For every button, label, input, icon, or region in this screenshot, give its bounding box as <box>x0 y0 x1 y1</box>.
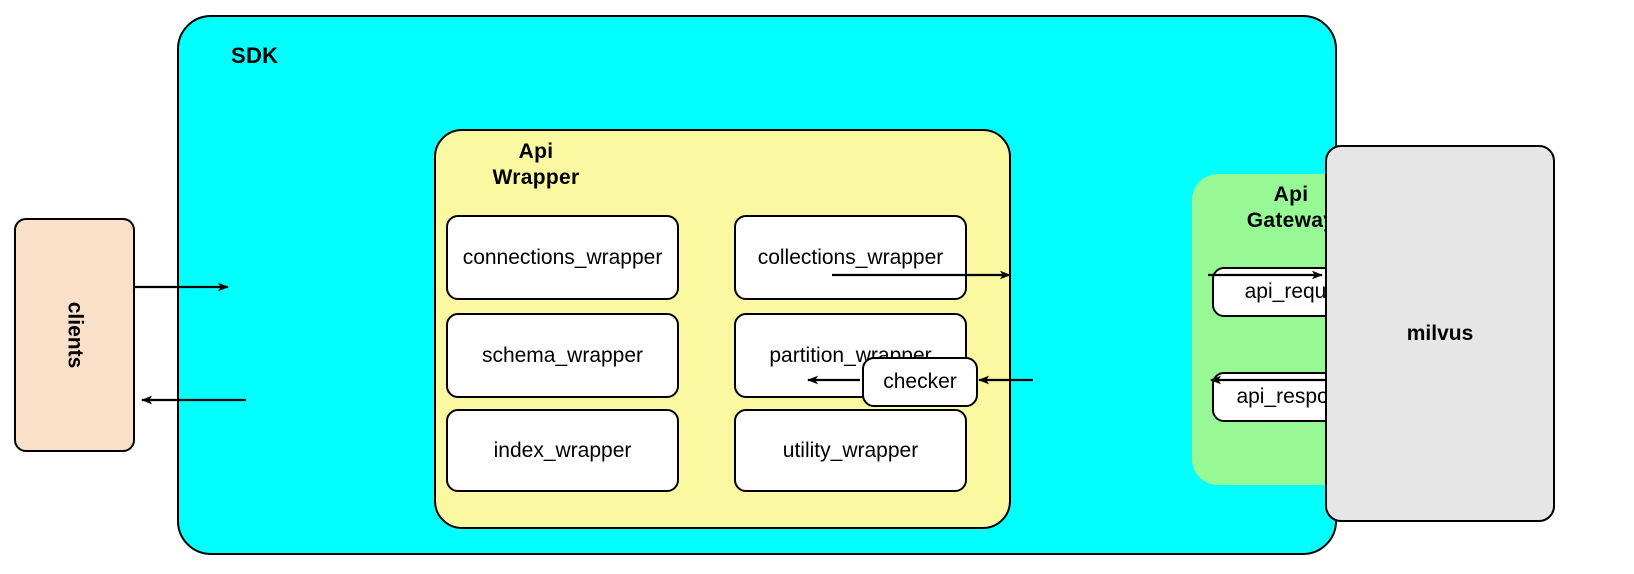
checker-node[interactable]: checker <box>862 357 978 407</box>
module-partition-wrapper[interactable]: partition_wrapper <box>734 313 967 398</box>
api-gateway-label-line1: Api <box>1273 183 1309 206</box>
module-collections-wrapper[interactable]: collections_wrapper <box>734 215 967 300</box>
api-wrapper-label: Api Wrapper <box>446 139 626 192</box>
api-wrapper-container[interactable]: Api Wrapper connections_wrapper collecti… <box>434 129 1011 529</box>
module-utility-wrapper[interactable]: utility_wrapper <box>734 409 967 492</box>
module-schema-wrapper[interactable]: schema_wrapper <box>446 313 679 398</box>
api-wrapper-label-line2: Wrapper <box>492 166 580 190</box>
sdk-container[interactable]: SDK Api Wrapper connections_wrapper coll… <box>177 15 1416 555</box>
module-connections-wrapper[interactable]: connections_wrapper <box>446 215 679 300</box>
clients-label: clients <box>63 301 87 369</box>
clients-node[interactable]: clients <box>14 218 135 452</box>
milvus-node[interactable]: milvus <box>1325 145 1555 522</box>
api-wrapper-label-line1: Api <box>518 140 554 163</box>
sdk-label: SDK <box>231 43 279 68</box>
api-gateway-label: Api Gateway <box>1196 182 1386 235</box>
api-gateway-label-line2: Gateway <box>1246 209 1336 233</box>
module-index-wrapper[interactable]: index_wrapper <box>446 409 679 492</box>
